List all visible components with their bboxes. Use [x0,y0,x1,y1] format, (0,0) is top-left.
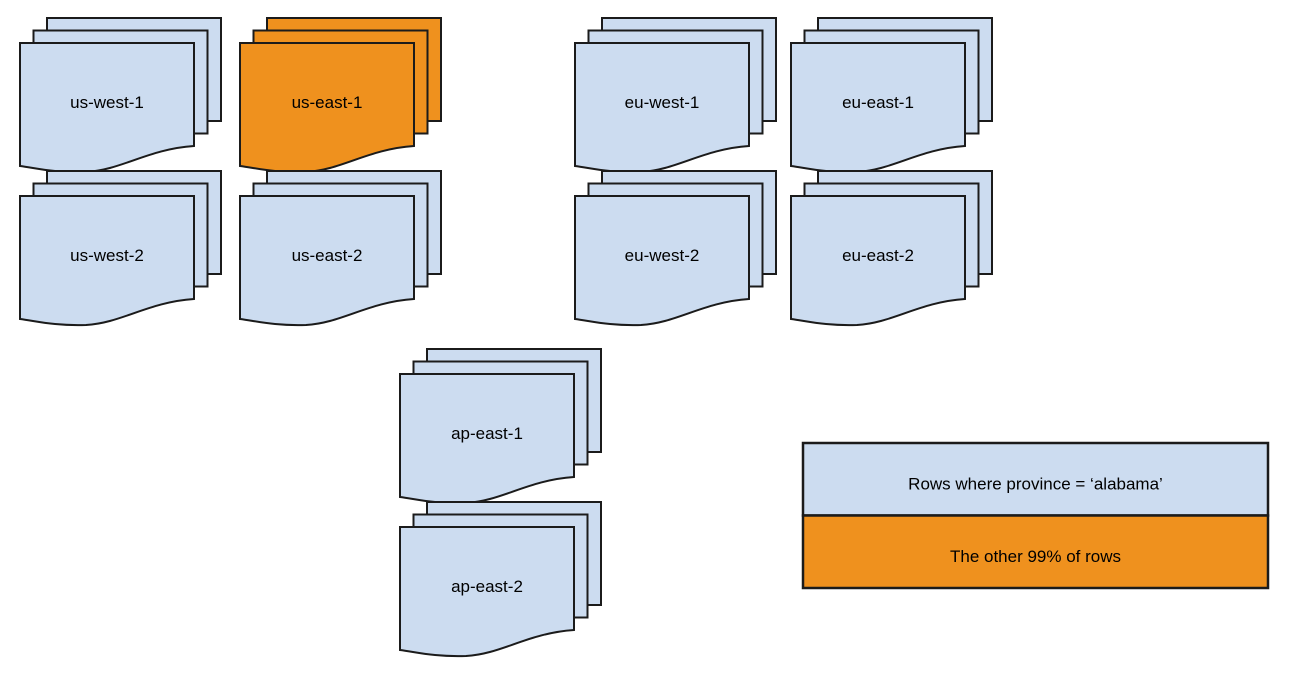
document-stack-eu-west-2[interactable]: eu-west-2 [574,170,777,327]
stack-label-us-east-2: us-east-2 [292,246,363,265]
legend-row-primary: Rows where province = ‘alabama’ [801,441,1270,517]
document-stack-ap-east-1[interactable]: ap-east-1 [399,348,602,505]
stack-label-eu-east-1: eu-east-1 [842,93,914,112]
document-stack-ap-east-2[interactable]: ap-east-2 [399,501,602,658]
stack-label-eu-west-2: eu-west-2 [625,246,700,265]
document-stack-eu-east-1[interactable]: eu-east-1 [790,17,993,174]
legend-layer: Rows where province = ‘alabama’ The other… [801,441,1270,590]
stacks-layer: us-west-1 us-east-1 eu-west-1 eu-east-1 us-w… [19,17,993,658]
stack-label-us-west-2: us-west-2 [70,246,144,265]
document-stack-us-east-1[interactable]: us-east-1 [239,17,442,174]
legend-row-highlight-label: The other 99% of rows [950,547,1121,566]
legend-row-highlight: The other 99% of rows [801,514,1270,590]
document-stack-eu-east-2[interactable]: eu-east-2 [790,170,993,327]
stack-label-us-west-1: us-west-1 [70,93,144,112]
legend-row-primary-label: Rows where province = ‘alabama’ [908,475,1163,494]
stack-label-us-east-1: us-east-1 [292,93,363,112]
legend-row-primary-swatch [801,441,1270,517]
stack-sheet-front [239,195,415,327]
stack-sheet-front [574,195,750,327]
stack-label-ap-east-2: ap-east-2 [451,577,523,596]
document-stack-us-west-1[interactable]: us-west-1 [19,17,222,174]
stack-sheet-front [19,195,195,327]
stack-sheet-front [399,526,575,658]
stack-label-ap-east-1: ap-east-1 [451,424,523,443]
document-stack-us-east-2[interactable]: us-east-2 [239,170,442,327]
stack-sheet-front [790,195,966,327]
document-stack-us-west-2[interactable]: us-west-2 [19,170,222,327]
stack-label-eu-east-2: eu-east-2 [842,246,914,265]
stack-label-eu-west-1: eu-west-1 [625,93,700,112]
document-stack-eu-west-1[interactable]: eu-west-1 [574,17,777,174]
legend-row-highlight-swatch [801,514,1270,590]
